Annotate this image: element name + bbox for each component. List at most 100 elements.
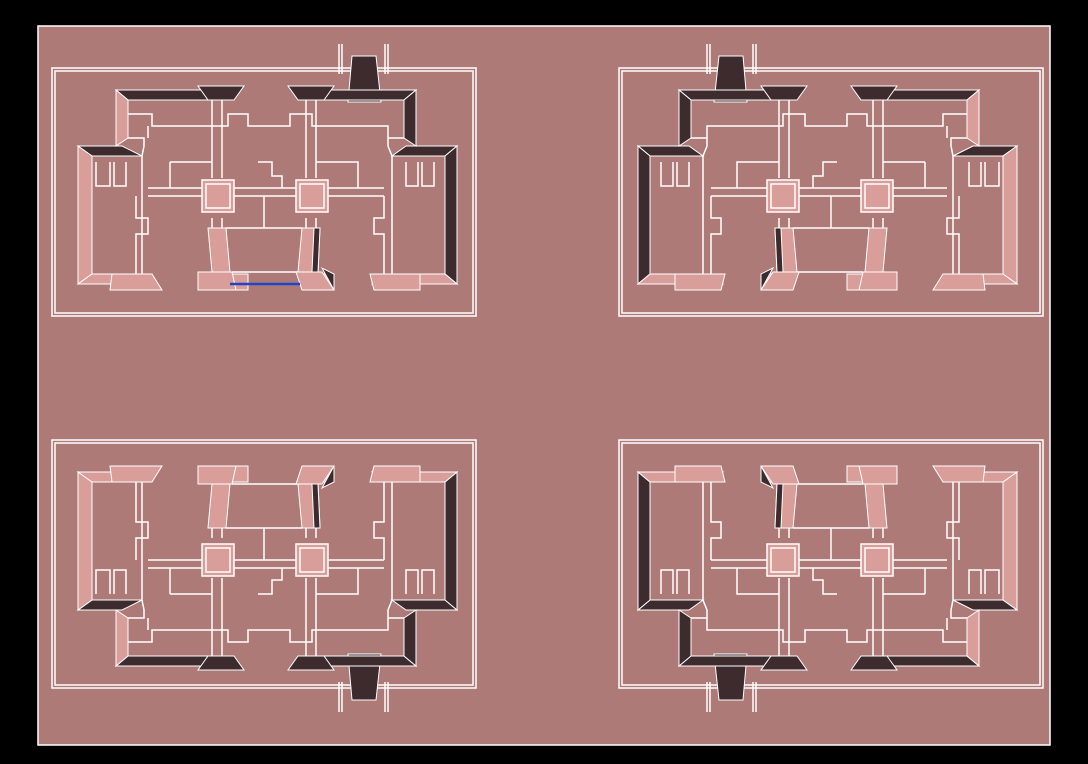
wall-right — [691, 137, 708, 274]
core-right-inner — [299, 547, 325, 573]
room-left-small — [113, 569, 127, 594]
right-wing-side — [637, 144, 651, 286]
bay-bottom-right — [674, 465, 726, 483]
partition — [736, 161, 779, 188]
room-right-small — [660, 569, 674, 594]
core-right — [766, 179, 800, 213]
center-top-roof-right — [677, 89, 780, 101]
room-right-small — [421, 569, 435, 594]
core-right-inner — [299, 183, 325, 209]
center-top-roof-left — [114, 89, 209, 101]
core-right-inner — [770, 183, 796, 209]
partition — [316, 161, 359, 188]
room-right-small — [421, 162, 435, 187]
ramp-right — [760, 465, 800, 485]
partition-step — [812, 568, 837, 595]
top-notch-right — [287, 655, 335, 671]
room-left-small — [113, 162, 127, 187]
bay-bottom-shadow — [760, 266, 775, 291]
column-right-shade — [774, 483, 784, 529]
left-wing-side — [1002, 471, 1018, 611]
plan-bottom-left[interactable] — [51, 439, 477, 712]
core-left-inner — [205, 183, 231, 209]
wall-top-corridor — [706, 113, 967, 138]
plan-top-right[interactable] — [618, 44, 1044, 317]
plot-boundary-outer — [618, 439, 1044, 689]
ramp-left — [197, 271, 237, 291]
room-right-small — [676, 569, 690, 594]
plot-boundary-inner — [54, 442, 474, 686]
core-right-inner — [770, 547, 796, 573]
center-top-roof-right — [315, 655, 418, 667]
top-notch-right — [287, 85, 335, 101]
top-notch-right — [760, 655, 808, 671]
core-left — [860, 179, 894, 213]
core-left-inner — [864, 547, 890, 573]
core-left — [201, 179, 235, 213]
core-right — [295, 543, 329, 577]
column-left — [207, 227, 231, 273]
left-wing-side — [77, 471, 93, 611]
room-left-small — [984, 569, 1000, 594]
plot-boundary-inner — [54, 70, 474, 314]
plot-boundary-inner — [621, 442, 1041, 686]
plot-boundary-outer — [51, 439, 477, 689]
wall-top-corridor — [128, 618, 389, 643]
room-left-small — [968, 569, 982, 594]
partition-right-lower — [710, 482, 722, 560]
bay-bottom-left — [109, 273, 163, 291]
wall-top-corridor — [128, 113, 389, 138]
center-top-side-right — [678, 609, 692, 668]
partition-right-lower — [710, 196, 722, 274]
room-left-small — [968, 162, 982, 187]
core-left — [860, 543, 894, 577]
core-right — [295, 179, 329, 213]
right-wing-side — [444, 470, 458, 612]
bay-bottom-right — [674, 273, 726, 291]
wall-top-corridor — [706, 618, 967, 643]
plot-boundary-outer — [618, 67, 1044, 317]
wall-left — [128, 482, 145, 619]
partition-step — [812, 161, 837, 188]
room-right-small — [676, 162, 690, 187]
center-top-side-left — [966, 609, 980, 668]
partition-right-lower — [373, 482, 385, 560]
bay-bottom-shadow — [320, 465, 335, 490]
left-wing-side — [1002, 145, 1018, 285]
top-notch-right — [760, 85, 808, 101]
bay-bottom-left — [932, 465, 986, 483]
wall-right — [387, 482, 404, 619]
center-top-roof-left — [886, 89, 981, 101]
wall-left — [950, 482, 967, 619]
core-right — [766, 543, 800, 577]
ramp-left — [858, 465, 898, 485]
partition-left-lower — [135, 482, 149, 560]
column-right-shade — [311, 227, 321, 273]
top-notch-left — [850, 655, 898, 671]
column-left — [864, 483, 888, 529]
plot-boundary-inner — [621, 70, 1041, 314]
center-top-side-right — [678, 88, 692, 147]
center-top-roof-left — [114, 655, 209, 667]
plan-bottom-right[interactable] — [618, 439, 1044, 712]
center-top-roof-right — [677, 655, 780, 667]
room-right-small — [405, 569, 419, 594]
ramp-right — [760, 271, 800, 291]
center-top-side-right — [403, 88, 417, 147]
partition-left-lower — [946, 482, 960, 560]
plot-boundary-outer — [51, 67, 477, 317]
plan-top-left[interactable] — [51, 44, 477, 317]
room-left-small — [984, 162, 1000, 187]
room-right-small — [660, 162, 674, 187]
bay-bottom-shadow — [320, 266, 335, 291]
bay-bottom-left — [932, 273, 986, 291]
top-notch-left — [197, 655, 245, 671]
partition — [736, 568, 779, 595]
core-left — [201, 543, 235, 577]
bay-bottom-right — [369, 273, 421, 291]
center-top-roof-right — [315, 89, 418, 101]
partition-right-lower — [373, 196, 385, 274]
wall-left — [128, 137, 145, 274]
